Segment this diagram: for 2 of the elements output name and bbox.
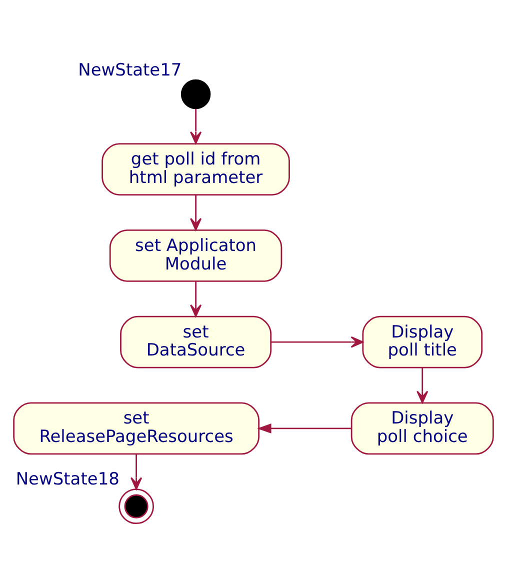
node-label: NewState17 [78, 60, 182, 80]
node-label: NewState18 [16, 470, 120, 490]
